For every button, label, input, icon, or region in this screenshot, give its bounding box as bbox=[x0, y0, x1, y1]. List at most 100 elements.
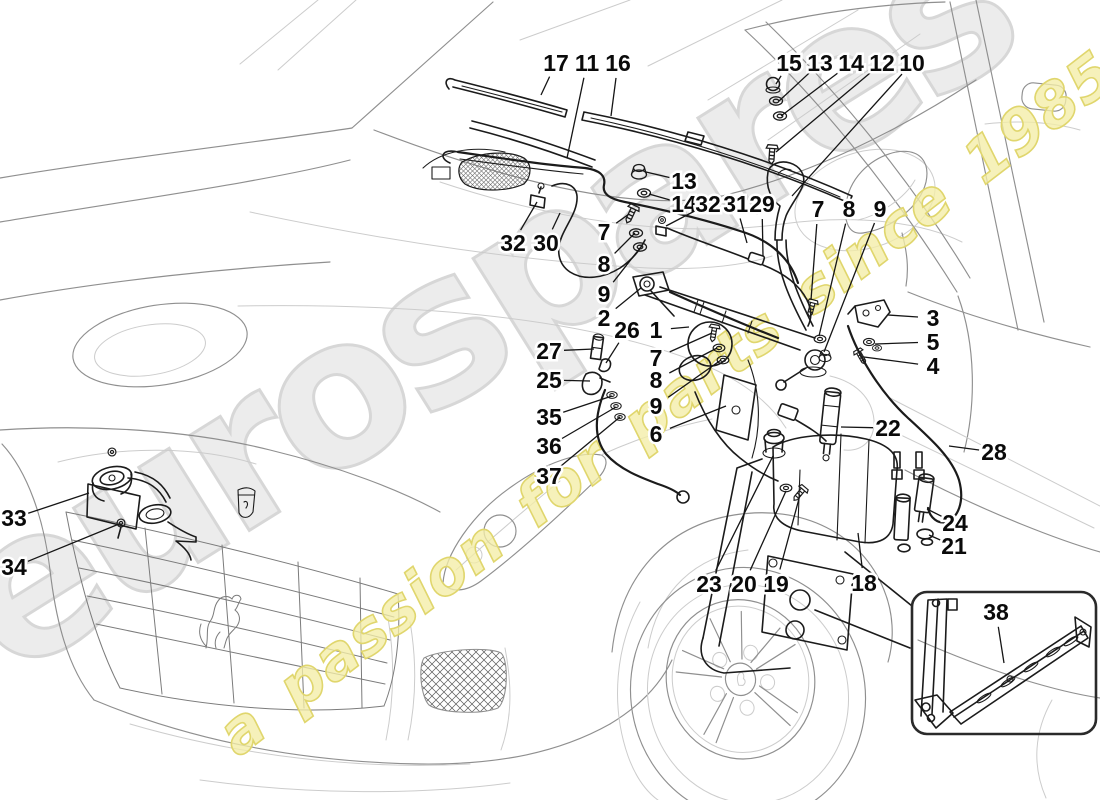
callout-22: 22 bbox=[875, 415, 901, 441]
leader-line-29 bbox=[761, 218, 764, 257]
leader-line-38 bbox=[997, 626, 1005, 664]
wiper-blade-16 bbox=[581, 111, 853, 204]
leader-line-10 bbox=[791, 73, 903, 197]
leader-line-13 bbox=[645, 171, 670, 179]
leader-line-31 bbox=[739, 218, 748, 244]
callout-36: 36 bbox=[536, 433, 562, 459]
horns-33-34 bbox=[86, 447, 197, 561]
callout-25: 25 bbox=[536, 367, 562, 393]
leader-line-33 bbox=[27, 492, 90, 514]
washer-tube-30 bbox=[529, 182, 646, 279]
callout-3: 3 bbox=[927, 305, 940, 331]
prancing-horse-grille bbox=[199, 594, 242, 649]
callout-15: 15 bbox=[776, 50, 802, 76]
callout-8: 8 bbox=[650, 367, 663, 393]
callout-27: 27 bbox=[536, 338, 562, 364]
callout-16: 16 bbox=[605, 50, 631, 76]
wiper-linkage-assembly-1 bbox=[632, 271, 832, 459]
callout-9: 9 bbox=[598, 281, 611, 307]
washer-reservoir-18 bbox=[762, 428, 899, 544]
callout-9: 9 bbox=[874, 196, 887, 222]
callout-2: 2 bbox=[598, 305, 611, 331]
leader-line-28 bbox=[948, 445, 980, 451]
leader-line-4 bbox=[863, 356, 919, 365]
filler-cap-23 bbox=[762, 428, 786, 459]
leader-line-12 bbox=[775, 72, 871, 153]
callout-7: 7 bbox=[650, 345, 663, 371]
leader-line-35 bbox=[562, 395, 613, 413]
callout-34: 34 bbox=[1, 554, 27, 580]
washer-jet-tube bbox=[595, 388, 682, 497]
leader-line-16 bbox=[610, 77, 617, 117]
callout-30: 30 bbox=[533, 230, 559, 256]
callout-32: 32 bbox=[500, 230, 526, 256]
leader-line-27 bbox=[563, 348, 595, 351]
bumper-intake-mesh bbox=[420, 648, 507, 713]
leader-line-34 bbox=[27, 523, 120, 562]
front-wheel bbox=[629, 566, 867, 800]
callout-10: 10 bbox=[899, 50, 925, 76]
leader-line-14 bbox=[648, 193, 670, 201]
leader-line-24 bbox=[926, 508, 942, 517]
leader-line-36 bbox=[561, 406, 617, 440]
ferrari-shield-badge bbox=[237, 487, 256, 518]
leader-line-30 bbox=[551, 212, 561, 230]
leader-line-9 bbox=[612, 247, 641, 283]
callout-14: 14 bbox=[671, 191, 697, 217]
leader-line-18 bbox=[857, 532, 863, 569]
leader-line-8 bbox=[614, 232, 636, 254]
callout-19: 19 bbox=[763, 571, 789, 597]
callout-8: 8 bbox=[843, 196, 856, 222]
leader-line-21 bbox=[928, 534, 941, 541]
leader-line-15 bbox=[775, 75, 782, 85]
wiper-blade-17 bbox=[445, 77, 568, 118]
leader-line-7 bbox=[810, 223, 818, 301]
leader-line-8 bbox=[818, 223, 847, 337]
callout-12: 12 bbox=[869, 50, 895, 76]
callout-8: 8 bbox=[598, 251, 611, 277]
leader-line-6 bbox=[669, 405, 727, 430]
leader-line-14 bbox=[780, 71, 840, 117]
callout-5: 5 bbox=[927, 329, 940, 355]
mount-hardware-left bbox=[581, 333, 626, 421]
callout-35: 35 bbox=[536, 404, 562, 430]
callout-33: 33 bbox=[1, 505, 27, 531]
callout-4: 4 bbox=[927, 353, 940, 379]
leader-line-7 bbox=[615, 213, 630, 224]
leader-line-11 bbox=[566, 77, 585, 159]
callout-32: 32 bbox=[695, 191, 721, 217]
leader-line-9 bbox=[667, 359, 722, 398]
callout-11: 11 bbox=[575, 50, 600, 76]
leader-line-3 bbox=[887, 314, 919, 318]
callout-13: 13 bbox=[807, 50, 833, 76]
callout-29: 29 bbox=[749, 191, 775, 217]
callout-37: 37 bbox=[536, 463, 562, 489]
leader-line-5 bbox=[874, 341, 919, 345]
leader-line-22 bbox=[840, 426, 874, 429]
leader-line-26 bbox=[605, 342, 620, 364]
callout-31: 31 bbox=[723, 191, 749, 217]
leader-line-13 bbox=[778, 72, 810, 102]
leader-line-25 bbox=[563, 379, 591, 382]
callout-7: 7 bbox=[598, 219, 611, 245]
sill-bracket-38 bbox=[914, 598, 1092, 729]
callout-38: 38 bbox=[983, 599, 1009, 625]
callout-20: 20 bbox=[731, 571, 757, 597]
callout-7: 7 bbox=[812, 196, 825, 222]
leader-line-1 bbox=[670, 326, 690, 330]
linkage-bracket-6 bbox=[715, 374, 757, 441]
washer-pump-22 bbox=[819, 387, 842, 462]
callout-18: 18 bbox=[851, 570, 877, 596]
callout-17: 17 bbox=[543, 50, 569, 76]
callout-28: 28 bbox=[981, 439, 1007, 465]
callout-9: 9 bbox=[650, 393, 663, 419]
leader-line-37 bbox=[560, 416, 621, 467]
callout-24: 24 bbox=[942, 510, 968, 536]
inset-detail-box bbox=[814, 551, 1098, 736]
leader-line-7 bbox=[669, 332, 713, 353]
reservoir-bracket bbox=[700, 458, 854, 674]
callout-13: 13 bbox=[671, 168, 697, 194]
